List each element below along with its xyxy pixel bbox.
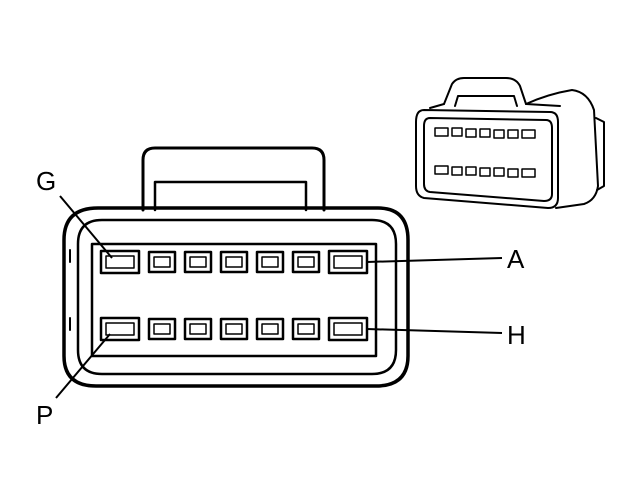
connector-isometric-view [415,77,605,209]
housing-inner [76,218,398,376]
label-a: A [507,244,525,274]
iso-cavity [434,165,449,175]
leader-line-p [55,333,111,399]
label-p: P [36,400,53,430]
iso-cavity [465,166,477,176]
cavity-top-5-inner [261,256,279,268]
connector-front-view [62,146,410,388]
cavity-bottom-3-inner [189,323,207,335]
cavity-top-3 [183,250,213,274]
iso-cavity [451,166,463,176]
cavity-a-inner [333,255,363,269]
label-h: H [507,320,526,350]
leader-line-h [366,328,503,334]
cavity-bottom-6 [291,317,321,341]
iso-cavity [479,128,491,138]
cavity-bottom-4-inner [225,323,243,335]
cavity-top-6-inner [297,256,315,268]
iso-bottom-row-cavities [434,165,536,178]
cavity-top-6 [291,250,321,274]
iso-cavity [507,129,519,139]
iso-cavity [521,129,536,139]
cavity-p-inner [105,322,135,336]
leader-line-g [59,195,113,259]
cavity-bottom-3 [183,317,213,341]
cavity-top-5 [255,250,285,274]
cavity-g-inner [105,255,135,269]
iso-right-rib [595,117,605,191]
top-row-cavities [99,249,369,275]
iso-lock-hump-inner [454,95,518,107]
cavity-p [99,316,141,342]
iso-cavity [479,167,491,177]
iso-body-top-edge [429,103,561,109]
iso-cavity [493,129,505,139]
cavity-g [99,249,141,275]
cavity-bottom-5 [255,317,285,341]
cavity-bottom-4 [219,317,249,341]
cavity-top-4 [219,250,249,274]
cavity-top-3-inner [189,256,207,268]
iso-cavity [465,128,477,138]
cavity-bottom-2-inner [153,323,171,335]
cavity-field [90,242,378,358]
iso-front-inner [423,117,553,202]
iso-cavity [521,168,536,178]
iso-lock-hump [443,77,527,105]
iso-cavity [507,168,519,178]
cavity-top-2-inner [153,256,171,268]
label-g: G [36,166,56,196]
iso-front-outer [415,109,559,209]
cavity-bottom-2 [147,317,177,341]
cavity-h-inner [333,322,363,336]
bottom-row-cavities [99,316,369,342]
locking-tab [141,146,326,212]
iso-cavity [434,127,449,137]
cavity-top-2 [147,250,177,274]
iso-top-row-cavities [434,127,536,139]
cavity-bottom-6-inner [297,323,315,335]
cavity-bottom-5-inner [261,323,279,335]
leader-lines [55,195,503,399]
iso-cavity [493,167,505,177]
iso-cavity [451,127,463,137]
locking-tab-inner [153,180,308,212]
cavity-top-4-inner [225,256,243,268]
housing-outer [62,206,410,388]
leader-line-a [366,257,503,263]
iso-body-back [525,89,599,209]
